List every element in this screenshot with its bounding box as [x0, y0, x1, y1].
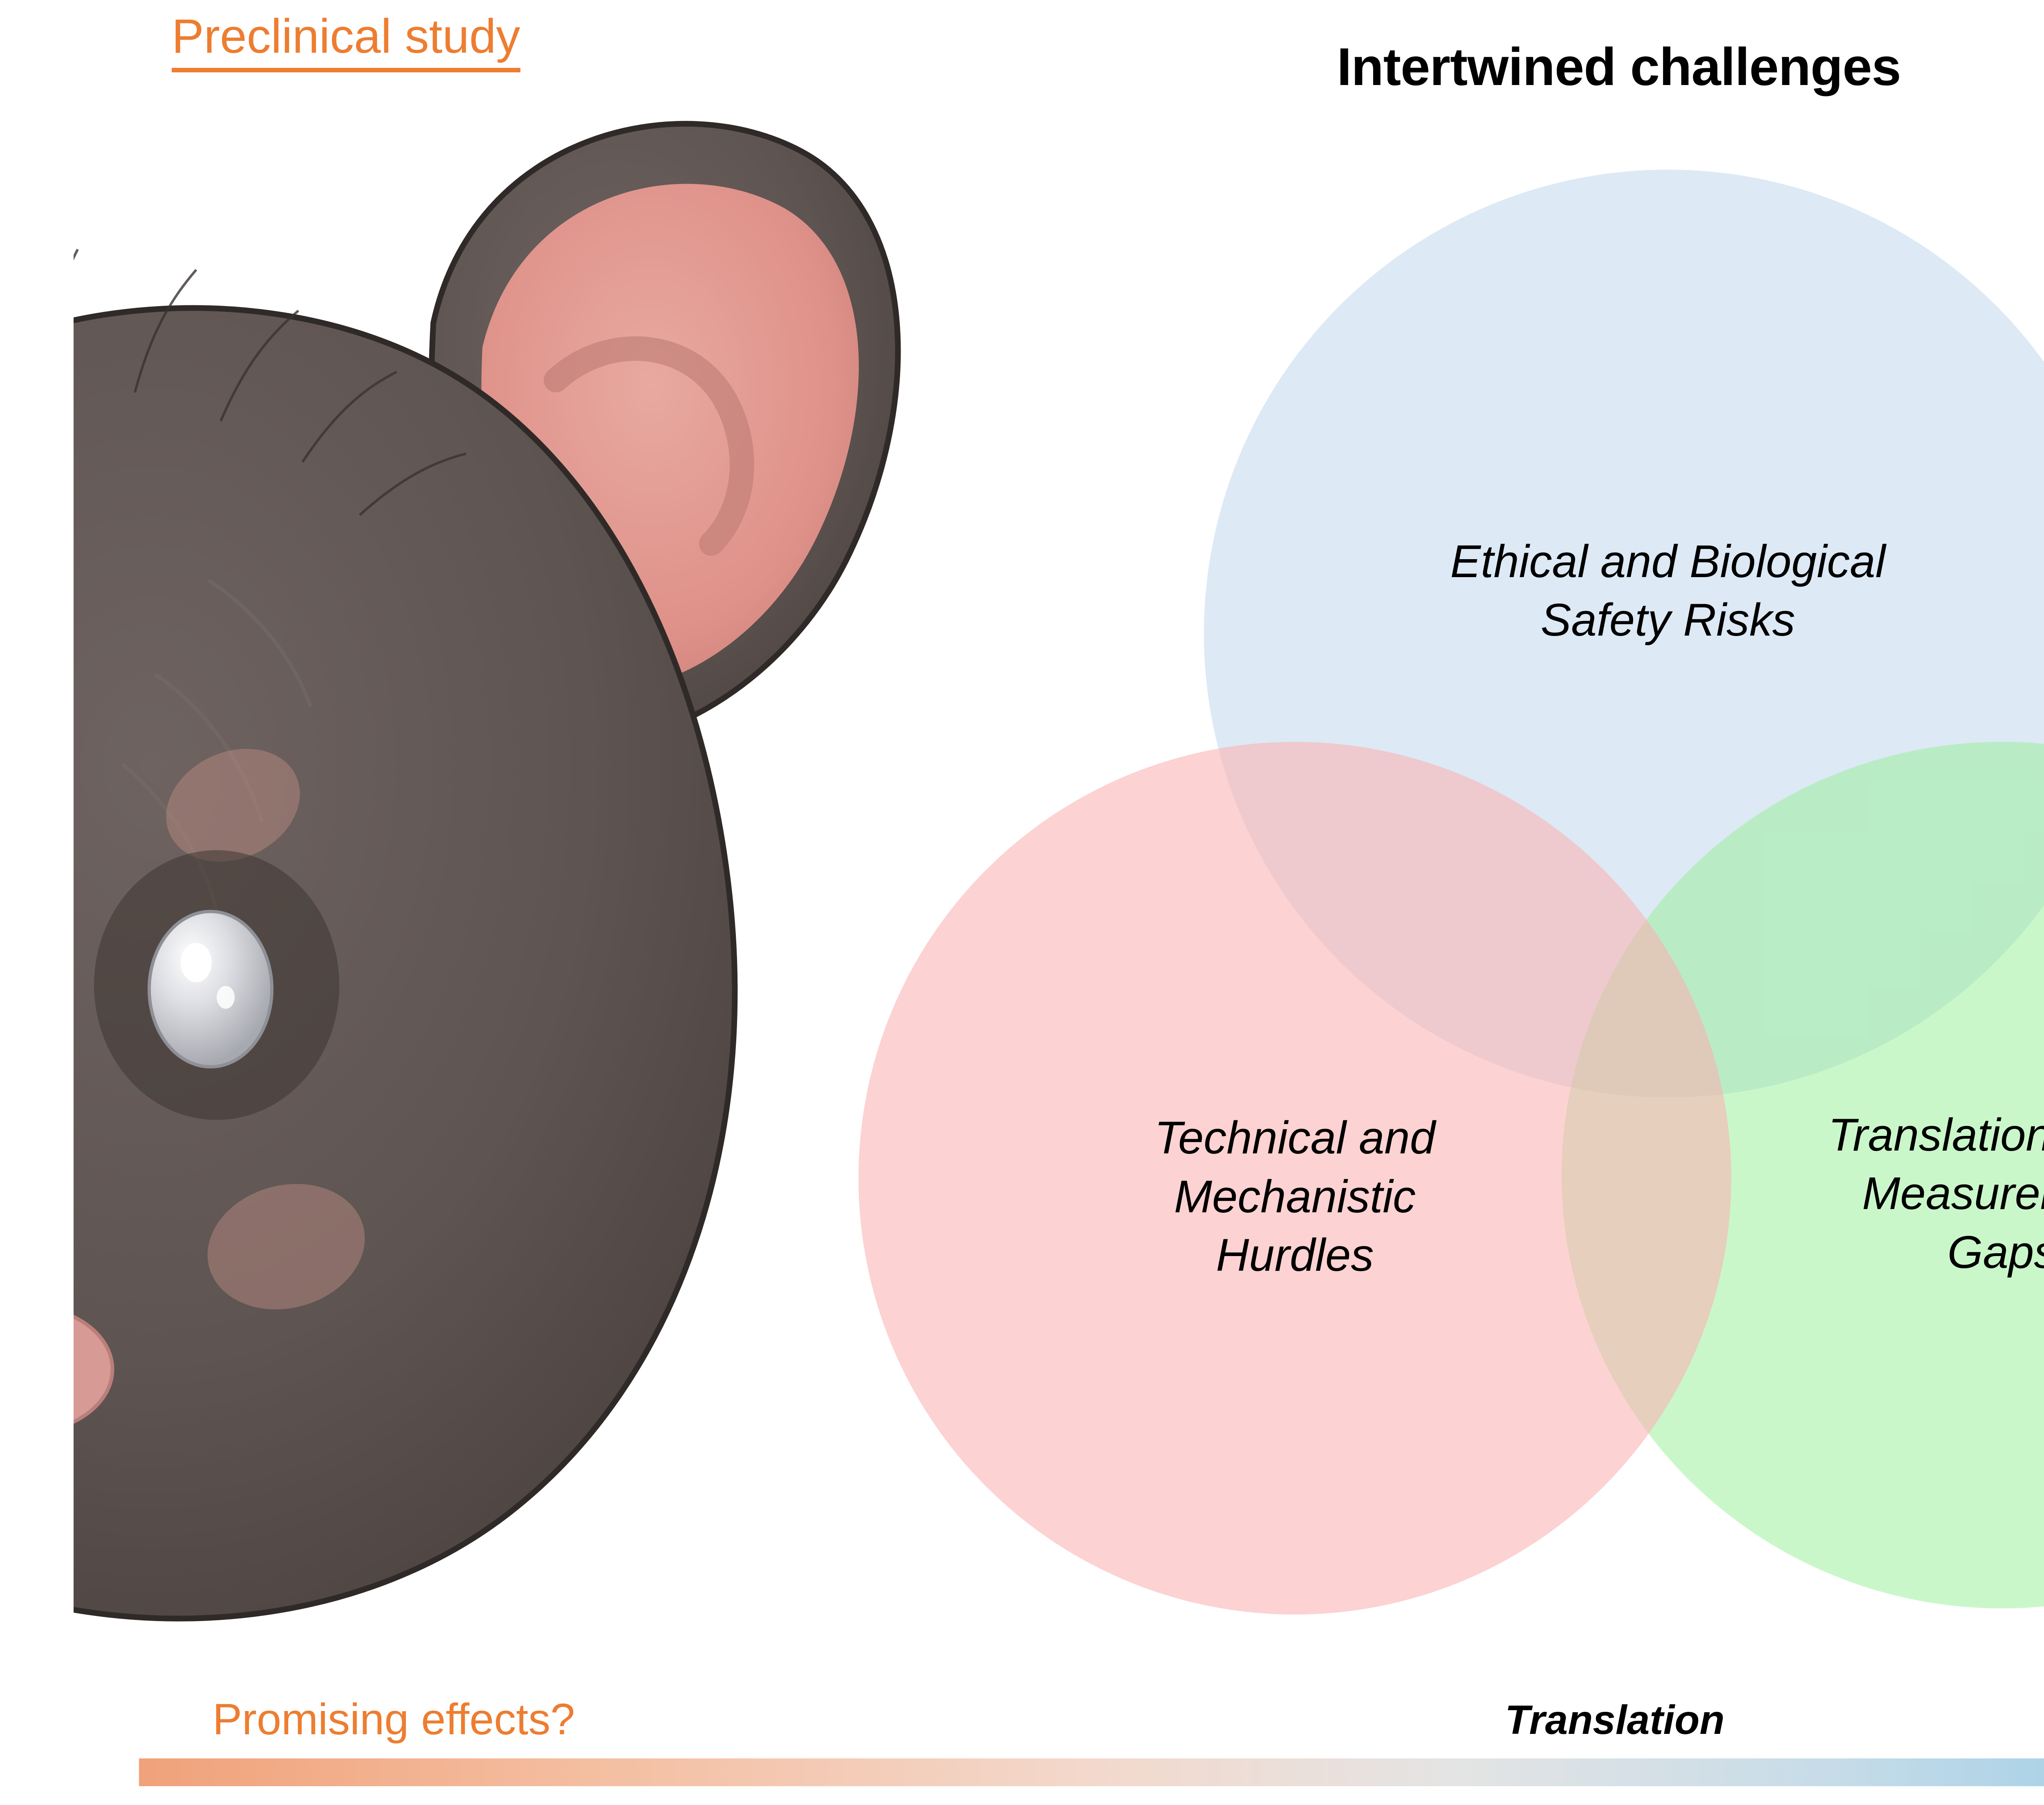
venn-label-technical-line3: Hurdles [1216, 1229, 1374, 1281]
figure-title-text: Intertwined challenges [1337, 37, 1901, 96]
venn-label-ethical-line1: Ethical and Biological [1450, 535, 1886, 587]
venn-circle-technical-mechanistic-hurdles: Technical and Mechanistic Hurdles [858, 742, 1731, 1615]
promising-effects-label: Promising effects? [213, 1694, 575, 1744]
mouse-illustration [0, 69, 1055, 1623]
venn-label-translational-line3: Gaps [1947, 1226, 2044, 1278]
venn-label-translational-line1: Translational and [1828, 1109, 2044, 1160]
venn-label-technical-line1: Technical and [1154, 1112, 1436, 1164]
arrow-shaft [139, 1758, 2044, 1786]
translation-arrow-icon [139, 1752, 2044, 1793]
translation-label-text: Translation [1505, 1697, 1725, 1743]
venn-label-translational: Translational and Measurement Gaps [1623, 1106, 2044, 1281]
venn-label-ethical-line2: Safety Risks [1540, 594, 1795, 645]
preclinical-study-label: Preclinical study [172, 11, 520, 72]
venn-label-translational-line2: Measurement [1862, 1168, 2044, 1219]
figure-title: Intertwined challenges [0, 36, 2044, 97]
translation-label: Translation [0, 1697, 2044, 1744]
venn-label-technical: Technical and Mechanistic Hurdles [919, 1109, 1670, 1284]
venn-label-technical-line2: Mechanistic [1174, 1171, 1416, 1222]
venn-label-ethical: Ethical and Biological Safety Risks [1269, 532, 2044, 649]
